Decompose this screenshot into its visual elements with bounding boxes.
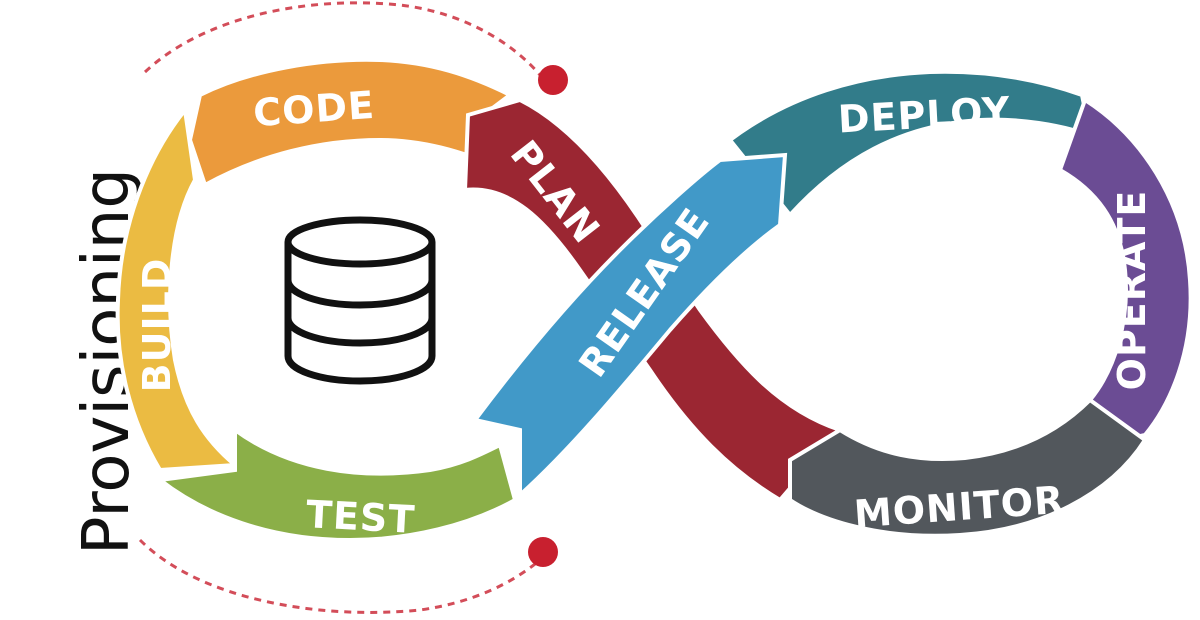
provisioning-arc-bottom — [138, 538, 541, 614]
database-icon — [284, 216, 436, 385]
accent-dot-bottom — [528, 537, 558, 567]
segment-release — [471, 152, 788, 500]
accent-dot-top — [538, 65, 568, 95]
segment-build — [115, 105, 241, 473]
segment-monitor — [788, 397, 1148, 538]
segment-test — [155, 426, 518, 543]
label-build: BUILD — [135, 258, 179, 393]
segment-deploy — [727, 69, 1093, 219]
label-test: TEST — [305, 492, 416, 542]
label-deploy: DEPLOY — [837, 89, 1012, 142]
label-operate: OPERATE — [1110, 190, 1154, 391]
provisioning-arc-top — [143, 1, 542, 76]
label-code: CODE — [252, 83, 376, 135]
segment-operate — [1057, 96, 1193, 448]
